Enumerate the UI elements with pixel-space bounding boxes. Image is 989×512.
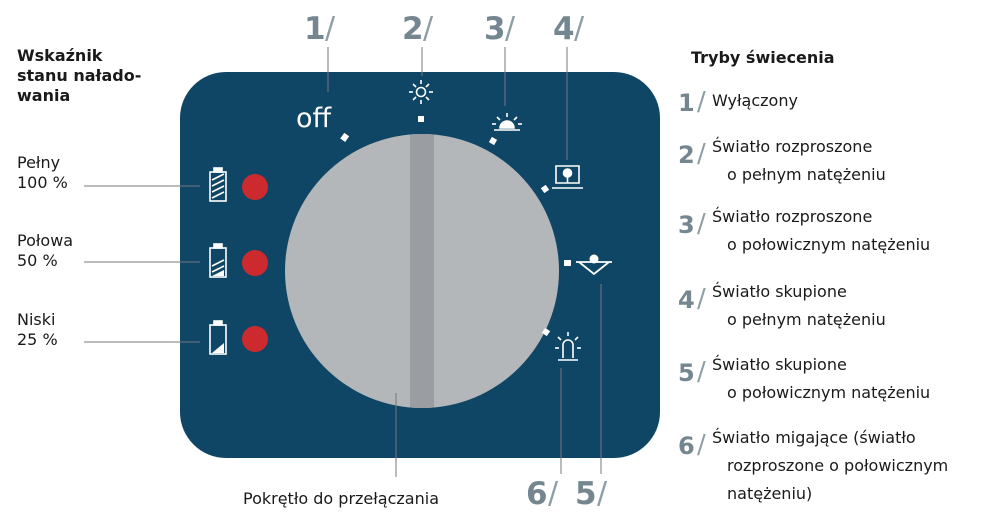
position-2-number: 2 [402,11,424,47]
mode-3-slash: / [697,209,706,239]
mode-4-slash: / [697,284,706,314]
battery-low-icon [209,320,227,355]
dial-tick-6 [541,327,551,337]
battery-half-icon [209,243,227,278]
mode-3-number: 3 [678,211,695,239]
spot-half-icon [576,254,612,276]
dial-tick-1 [340,132,350,142]
level-low-name: Niski [17,310,56,329]
position-1-number: 1 [304,11,326,47]
mode-2-slash: / [697,139,706,169]
dial-tick-3 [488,136,498,146]
position-4-slash: / [574,11,585,46]
dial-tick-4 [540,184,550,194]
level-low-value: 25 % [17,330,58,349]
position-2-slash: / [423,11,434,46]
mode-2-line-1: Światło rozproszone [712,137,873,156]
modes-title: Tryby świecenia [691,48,835,67]
battery-full-icon [209,167,227,202]
half-light-icon [492,113,522,131]
knob-grip-stripe [410,134,434,408]
level-full-value: 100 % [17,173,68,192]
position-6-number: 6 [526,476,548,512]
mode-4-number: 4 [678,286,695,314]
knob-label: Pokrętło do przełączania [243,489,439,508]
led-low [242,326,268,352]
mode-4-line-1: Światło skupione [712,282,847,301]
bright-light-icon [409,80,433,104]
position-5-number: 5 [575,476,597,512]
mode-1-line-1: Wyłączony [712,91,798,110]
led-half [242,250,268,276]
mode-5-line-2: o połowicznym natężeniu [727,383,931,402]
battery-title-line-2: stanu nałado- [17,66,142,85]
mode-6-line-3: natężeniu) [727,484,813,503]
position-6-slash: / [548,476,559,511]
position-1-slash: / [325,11,336,46]
level-half-name: Połowa [17,231,74,250]
mode-6-line-2: rozproszone o połowicznym [727,456,949,475]
position-4-number: 4 [553,11,575,47]
mode-2-number: 2 [678,141,695,169]
position-3-slash: / [505,11,516,46]
dial-tick-2 [418,116,424,122]
mode-2-line-2: o pełnym natężeniu [727,165,886,184]
led-full [242,174,268,200]
mode-6-line-1: Światło migające (światło [712,428,916,447]
mode-5-slash: / [697,357,706,387]
mode-5-number: 5 [678,359,695,387]
mode-5-line-1: Światło skupione [712,355,847,374]
position-5-slash: / [597,476,608,511]
off-label: off [296,103,332,134]
mode-3-line-2: o połowicznym natężeniu [727,235,931,254]
mode-1-number: 1 [678,89,695,117]
spot-full-icon [552,165,583,189]
mode-6-slash: / [697,430,706,460]
dial-tick-5 [564,260,571,266]
position-3-number: 3 [484,11,506,47]
flashing-light-icon [555,332,581,361]
level-half-value: 50 % [17,251,58,270]
leader-lines [84,47,602,477]
level-full-name: Pełny [17,153,61,172]
battery-title-line-1: Wskaźnik [17,46,103,65]
mode-6-number: 6 [678,432,695,460]
mode-1-slash: / [697,87,706,117]
mode-4-line-2: o pełnym natężeniu [727,310,886,329]
battery-title-line-3: wania [17,86,71,105]
mode-3-line-1: Światło rozproszone [712,207,873,226]
